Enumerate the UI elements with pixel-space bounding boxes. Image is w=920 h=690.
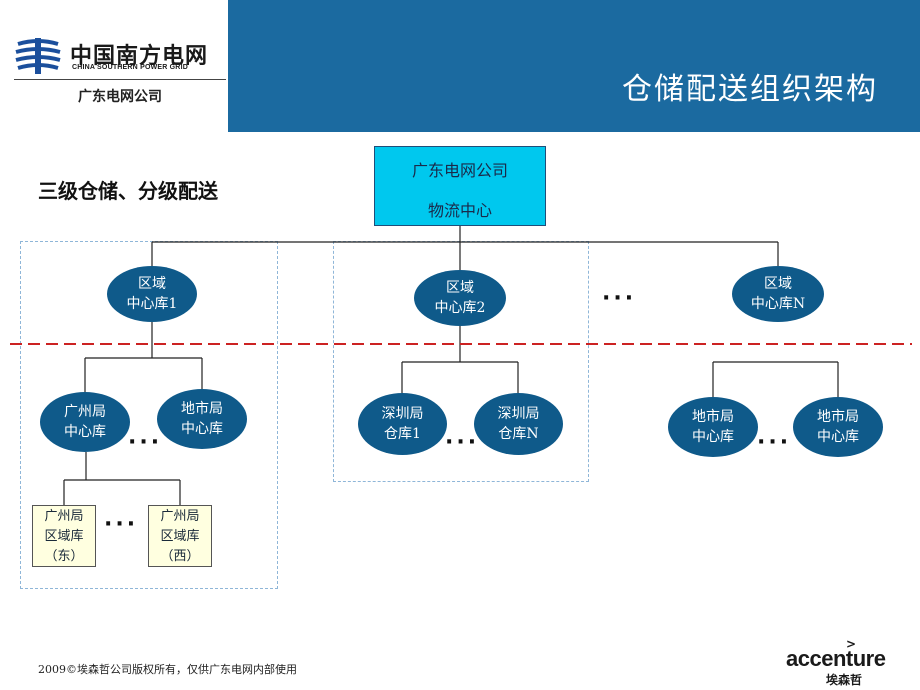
logistics-center-box: 广东电网公司 物流中心 (374, 146, 546, 226)
box-label-3: （东） (44, 549, 84, 564)
level3-box-east: 广州局 区域库 （东） (32, 505, 96, 567)
page-title: 仓储配送组织架构 (622, 72, 878, 107)
node-label-1: 区域 (764, 276, 792, 292)
regions-ellipsis: ··· (602, 286, 637, 311)
node-label-1: 地市局 (692, 409, 734, 425)
logo-name-cn: 中国南方电网 (70, 44, 209, 69)
header-logo-panel: 中国南方电网 CHINA SOUTHERN POWER GRID 广东电网公司 (0, 0, 228, 132)
box-label-2: 区域库 (44, 529, 84, 544)
level3-ellipsis: ··· (104, 512, 139, 537)
node-label-2: 仓库1 (384, 426, 421, 442)
group-box-region-1 (20, 241, 278, 589)
accenture-wordmark: accenture (786, 646, 886, 671)
region-center-n: 区域 中心库N (732, 266, 824, 322)
node-label-2: 中心库 (181, 421, 223, 437)
node-label-1: 深圳局 (381, 406, 424, 422)
node-label-2: 中心库 (817, 429, 859, 445)
node-label-1: 地市局 (817, 409, 859, 425)
node-label-2: 中心库N (750, 296, 806, 312)
level2-ellipsis-2: ··· (445, 430, 480, 455)
accenture-name-cn: 埃森哲 (826, 673, 863, 687)
slide-subtitle: 三级仓储、分级配送 (38, 179, 218, 203)
box-label-1: 广州局 (44, 509, 84, 524)
level2-ellipsis-1: ··· (128, 430, 163, 455)
node-label-2: 中心库 (64, 424, 106, 440)
level2-node-city-1: 地市局 中心库 (157, 389, 247, 449)
region-center-2: 区域 中心库2 (414, 270, 506, 326)
region-center-1: 区域 中心库1 (107, 266, 197, 322)
node-label-1: 深圳局 (497, 406, 540, 422)
level2-node-city-3: 地市局 中心库 (793, 397, 883, 457)
node-label-2: 仓库N (498, 426, 539, 442)
level2-ellipsis-3: ··· (757, 430, 792, 455)
node-label-2: 中心库2 (434, 300, 486, 316)
hq-line-2: 物流中心 (427, 201, 492, 220)
box-label-3: （西） (160, 549, 200, 564)
level3-box-west: 广州局 区域库 （西） (148, 505, 212, 567)
node-label-2: 中心库 (692, 429, 734, 445)
box-label-1: 广州局 (160, 509, 200, 524)
logo-name-en: CHINA SOUTHERN POWER GRID (72, 64, 188, 71)
node-label-1: 区域 (138, 276, 166, 292)
title-banner: 仓储配送组织架构 (228, 0, 920, 132)
level2-node-shenzhen-1: 深圳局 仓库1 (358, 393, 447, 455)
node-label-2: 中心库1 (126, 296, 178, 312)
level2-node-city-2: 地市局 中心库 (668, 397, 758, 457)
node-label-1: 广州局 (64, 404, 106, 420)
accenture-greater-than-mark: > (846, 637, 857, 651)
box-label-2: 区域库 (160, 529, 200, 544)
logo-divider (14, 79, 226, 80)
node-label-1: 地市局 (181, 401, 223, 417)
sub-company-name: 广东电网公司 (78, 89, 162, 105)
level2-node-shenzhen-n: 深圳局 仓库N (474, 393, 563, 455)
node-label-1: 区域 (446, 280, 474, 296)
copyright-notice: 2009©埃森哲公司版权所有，仅供广东电网内部使用 (38, 663, 297, 676)
hq-line-1: 广东电网公司 (411, 161, 508, 180)
level2-node-guangzhou: 广州局 中心库 (40, 392, 130, 452)
csg-logo-icon (15, 38, 61, 74)
